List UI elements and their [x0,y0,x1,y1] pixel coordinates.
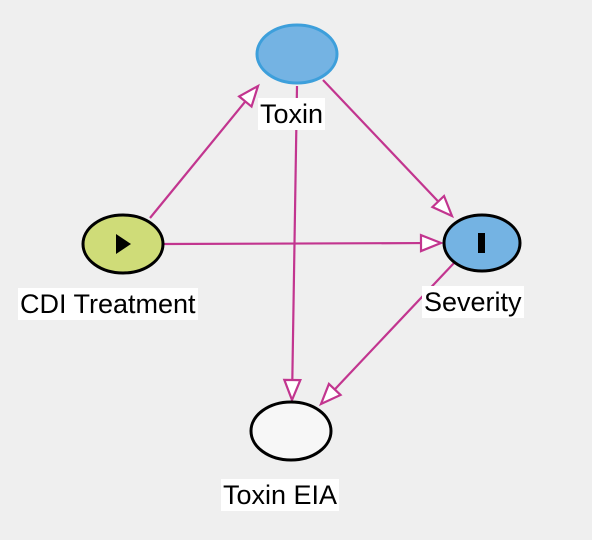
arrowhead-severity-to-toxin_eia [318,382,343,407]
edge-cdi_treatment-to-toxin [149,100,247,219]
node-toxin-eia[interactable] [249,400,333,462]
edge-layer [149,79,455,407]
label-toxin: Toxin [258,98,326,130]
node-toxin[interactable] [255,23,339,85]
edge-severity-to-toxin_eia [333,262,455,391]
node-layer [81,23,522,462]
arrowhead-toxin-to-toxin_eia [282,378,302,403]
label-cdi-treatment: CDI Treatment [18,288,198,320]
arrowhead-cdi_treatment-to-toxin [237,83,260,109]
label-toxin-eia: Toxin EIA [221,479,340,511]
arrowhead-cdi_treatment-to-severity [419,233,444,253]
arrowhead-toxin-to-severity [430,194,455,219]
bar-icon [478,233,485,253]
edge-toxin-to-severity [322,79,440,203]
edge-cdi_treatment-to-severity [162,241,422,246]
play-icon [116,234,131,254]
edge-toxin-to-toxin_eia [291,85,299,381]
label-severity: Severity [422,286,524,318]
